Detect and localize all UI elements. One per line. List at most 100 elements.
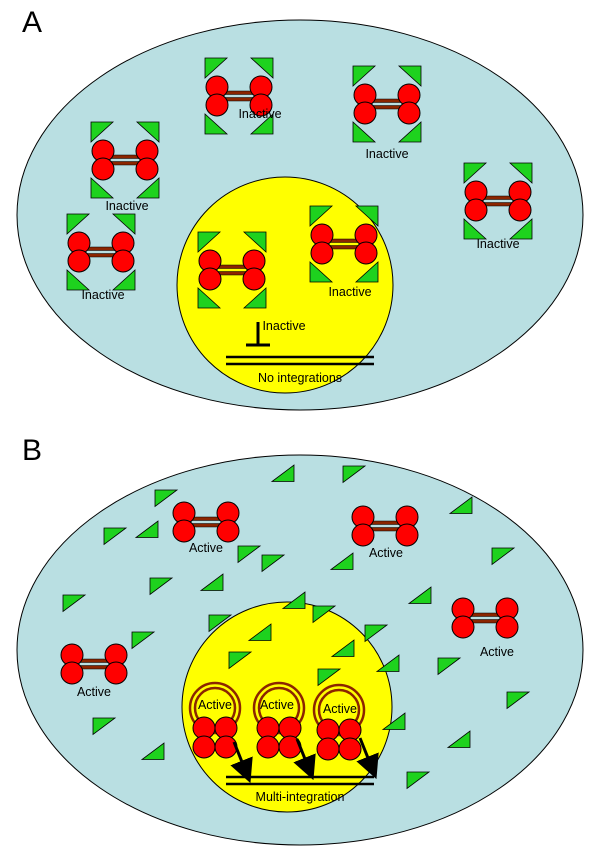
label-b-complex-3: Active (77, 685, 111, 699)
inhibitor-triangle (204, 113, 229, 135)
inhibitor-triangle (463, 218, 488, 240)
free-inhibitor-triangle (149, 577, 174, 596)
inhibitor-triangle (508, 162, 533, 184)
free-inhibitor-triangle (228, 651, 253, 670)
subunit (316, 737, 340, 761)
free-inhibitor-triangle (381, 712, 406, 730)
panel-a: AInactiveInactiveInactiveInactiveInactiv… (16, 6, 584, 411)
subunit (256, 735, 280, 759)
inhibitor-triangle (135, 121, 160, 143)
nucleus-a (176, 176, 394, 394)
inhibitor-triangle (111, 213, 136, 235)
free-inhibitor-triangle (375, 654, 400, 672)
subunit (67, 249, 91, 273)
label-a-complex-1: Inactive (238, 107, 281, 121)
inhibited-complex-a-6 (309, 205, 379, 283)
inhibition-symbol (246, 322, 270, 347)
free-inhibitor-triangle (406, 771, 431, 790)
free-inhibitor-triangle (247, 623, 272, 641)
inhibitor-triangle (66, 269, 91, 291)
inhibitor-triangle (397, 65, 422, 87)
dna-bound-complex-3 (312, 683, 379, 780)
free-inhibitor-triangle (237, 545, 262, 564)
free-inhibitor-triangle (329, 552, 354, 570)
integration-arrow (293, 738, 316, 781)
inhibited-complex-a-1 (204, 57, 274, 135)
subunit (205, 93, 229, 117)
free-inhibitor-triangle (270, 464, 295, 482)
free-inhibitor-triangle (261, 554, 286, 573)
label-a-complex-4: Inactive (476, 237, 519, 251)
inhibitor-triangle (352, 121, 377, 143)
inhibitor-triangle (249, 113, 274, 135)
inhibitor-triangle (354, 205, 379, 227)
active-complex-b-4 (451, 597, 519, 639)
free-inhibitor-triangle (342, 465, 367, 484)
subunit (60, 661, 84, 685)
subunit (242, 267, 266, 291)
inhibitor-triangle (204, 57, 229, 79)
inhibitor-triangle (508, 218, 533, 240)
label-b-complex-4: Active (480, 645, 514, 659)
subunit (91, 157, 115, 181)
free-inhibitor-triangle (317, 668, 342, 687)
inhibitor-triangle (242, 231, 267, 253)
inhibitor-triangle (249, 57, 274, 79)
dna-b (226, 775, 374, 786)
inhibitor-triangle (352, 65, 377, 87)
inhibitor-triangle (111, 269, 136, 291)
dna-loop-outer (312, 683, 366, 737)
dna-bound-complex-1 (188, 681, 253, 784)
inhibited-complex-a-2 (352, 65, 422, 143)
free-inhibitor-triangle (491, 547, 516, 566)
free-inhibitor-triangle (312, 605, 337, 624)
subunit (214, 735, 238, 759)
label-b-complex-1: Active (189, 541, 223, 555)
subunit (354, 241, 378, 265)
free-inhibitor-triangle (330, 639, 355, 657)
label-b-dna-complex-1: Active (198, 698, 232, 712)
label-a-complex-7: Inactive (262, 319, 305, 333)
free-inhibitor-triangle (407, 586, 432, 604)
free-inhibitor-triangle (437, 657, 462, 676)
free-inhibitor-triangle (140, 742, 165, 760)
label-b-complex-2: Active (369, 546, 403, 560)
free-inhibitor-triangle (446, 730, 471, 748)
inhibitor-triangle (463, 162, 488, 184)
inhibited-complex-a-3 (90, 121, 160, 199)
label-a-complex-6: Inactive (328, 285, 371, 299)
subunit (464, 198, 488, 222)
label-b-dna-complex-2: Active (260, 698, 294, 712)
inhibitor-triangle (197, 231, 222, 253)
dna-a (226, 355, 374, 366)
subunit (353, 101, 377, 125)
panel-b-letter: B (22, 434, 42, 467)
label-a-dna: No integrations (258, 371, 342, 385)
label-b-dna: Multi-integration (256, 790, 345, 804)
subunit (192, 735, 216, 759)
dna-bound-complex-2 (252, 681, 316, 781)
subunit (508, 198, 532, 222)
subunit (172, 519, 196, 543)
inhibitor-triangle (309, 205, 334, 227)
inhibited-complex-a-5 (66, 213, 136, 291)
integration-arrow (356, 737, 379, 780)
subunit (495, 615, 519, 639)
inhibitor-triangle (66, 213, 91, 235)
subunit (310, 241, 334, 265)
inhibitor-triangle (309, 261, 334, 283)
subunit (135, 157, 159, 181)
active-complex-b-3 (60, 643, 128, 685)
subunit (351, 523, 375, 547)
subunit (198, 267, 222, 291)
dna-loop-outer (252, 681, 306, 735)
label-a-complex-3: Inactive (105, 199, 148, 213)
free-inhibitor-triangle (281, 591, 306, 609)
subunit (338, 737, 362, 761)
subunit (104, 661, 128, 685)
inhibitor-triangle (90, 121, 115, 143)
inhibitor-triangle (354, 261, 379, 283)
free-inhibitor-triangle (62, 594, 87, 613)
